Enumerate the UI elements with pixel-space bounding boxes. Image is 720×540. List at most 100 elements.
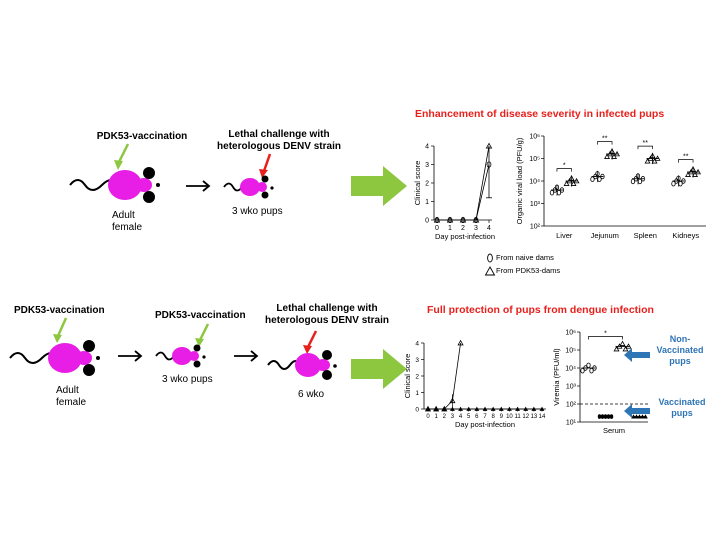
bottom-black-arrow-1 xyxy=(118,350,143,362)
data-point xyxy=(685,171,692,177)
bottom-black-arrow-2 xyxy=(234,350,259,362)
significance-bracket xyxy=(678,159,694,163)
y-tick-label: 10³ xyxy=(566,384,577,391)
y-tick-label: 0 xyxy=(425,218,429,225)
top-adult-label: Adult female xyxy=(112,210,143,233)
data-point xyxy=(586,362,591,368)
data-point xyxy=(490,406,496,411)
category-label: Serum xyxy=(603,426,625,435)
blue-arrow-vaccinated xyxy=(624,404,650,418)
series-line xyxy=(428,342,461,410)
data-point xyxy=(539,406,545,411)
y-tick-label: 10¹ xyxy=(566,420,577,427)
data-point xyxy=(604,153,611,159)
data-point xyxy=(466,406,472,411)
data-point xyxy=(482,406,488,411)
data-point xyxy=(472,216,480,223)
x-tick-label: 11 xyxy=(514,414,521,420)
y-tick-label: 4 xyxy=(415,341,419,348)
category-label: Kidneys xyxy=(672,231,699,240)
x-tick-label: 1 xyxy=(448,225,452,232)
y-tick-label: 4 xyxy=(425,144,429,151)
bottom-pups-label: 3 wko pups xyxy=(162,374,213,385)
x-tick-label: 4 xyxy=(459,414,463,420)
category-label: Spleen xyxy=(634,231,657,240)
x-tick-label: 8 xyxy=(491,414,495,420)
bottom-6wko-mouse xyxy=(267,350,337,380)
data-point xyxy=(611,153,618,159)
top-pup-mouse xyxy=(223,175,274,199)
data-point xyxy=(523,406,529,411)
y-axis-label: Clinical score xyxy=(403,354,412,399)
x-tick-label: 9 xyxy=(500,414,504,420)
significance-bracket xyxy=(637,145,653,150)
vaccinated-label: Vaccinated pups xyxy=(658,397,706,418)
top-pups-label: 3 wko pups xyxy=(232,206,283,217)
data-point xyxy=(433,406,439,411)
legend-pdk-marker xyxy=(484,266,496,276)
data-point xyxy=(692,171,699,177)
x-tick-label: 0 xyxy=(435,225,439,232)
significance-bracket xyxy=(556,168,572,172)
data-point xyxy=(651,158,658,164)
bottom-wko-label: 6 wko xyxy=(298,389,325,400)
y-axis-label: Clinical score xyxy=(413,161,422,206)
category-label: Liver xyxy=(556,231,573,240)
top-vaccination-label: PDK53-vaccination xyxy=(96,131,188,142)
x-tick-label: 2 xyxy=(461,225,465,232)
y-tick-label: 10⁶ xyxy=(565,330,576,337)
data-point xyxy=(622,345,629,352)
x-tick-label: 4 xyxy=(487,225,491,232)
significance-label: * xyxy=(563,163,566,170)
x-tick-label: 0 xyxy=(426,414,430,420)
top-challenge-label: Lethal challenge with heterologous DENV … xyxy=(217,129,341,152)
data-point xyxy=(531,406,537,411)
bottom-vaccination2-label: PDK53-vaccination xyxy=(155,310,246,321)
y-tick-label: 1 xyxy=(425,199,429,206)
y-axis-label: Organic viral load (PFU/g) xyxy=(515,137,524,224)
y-tick-label: 10⁶ xyxy=(529,134,540,141)
bottom-adult-label: Adult female xyxy=(56,385,87,408)
y-tick-label: 1 xyxy=(415,390,419,397)
data-point xyxy=(563,180,570,186)
x-tick-label: 10 xyxy=(506,414,513,420)
series-line xyxy=(437,145,490,221)
x-tick-label: 3 xyxy=(474,225,478,232)
data-point xyxy=(450,406,455,411)
significance-label: ** xyxy=(643,140,649,147)
y-tick-label: 2 xyxy=(425,181,429,188)
y-axis-label: Viremia (PFU/ml) xyxy=(552,348,561,406)
top-title: Enhancement of disease severity in infec… xyxy=(415,108,665,120)
x-tick-label: 6 xyxy=(475,414,479,420)
data-point xyxy=(458,406,463,411)
data-point xyxy=(515,406,520,411)
bottom-adult-mouse xyxy=(9,340,100,376)
significance-label: ** xyxy=(683,154,689,161)
bottom-vaccination1-label: PDK53-vaccination xyxy=(14,305,105,316)
x-tick-label: 3 xyxy=(451,414,455,420)
top-adult-mouse xyxy=(69,167,160,203)
y-tick-label: 10⁴ xyxy=(565,366,576,373)
top-big-green-arrow xyxy=(351,166,407,206)
y-tick-label: 10² xyxy=(566,402,577,409)
data-point xyxy=(457,339,464,346)
legend-naive-marker xyxy=(487,253,493,263)
significance-label: ** xyxy=(602,136,608,143)
data-point xyxy=(619,340,626,346)
data-point xyxy=(498,406,504,411)
data-point xyxy=(507,406,512,411)
significance-bracket xyxy=(588,336,623,340)
data-point xyxy=(613,345,620,352)
data-point xyxy=(644,158,651,164)
y-tick-label: 3 xyxy=(415,357,419,364)
bottom-challenge-label: Lethal challenge with heterologous DENV … xyxy=(265,303,389,326)
x-tick-label: 14 xyxy=(539,414,546,420)
legend-pdk-label: From PDK53-dams xyxy=(496,266,561,275)
x-tick-label: 1 xyxy=(434,414,438,420)
